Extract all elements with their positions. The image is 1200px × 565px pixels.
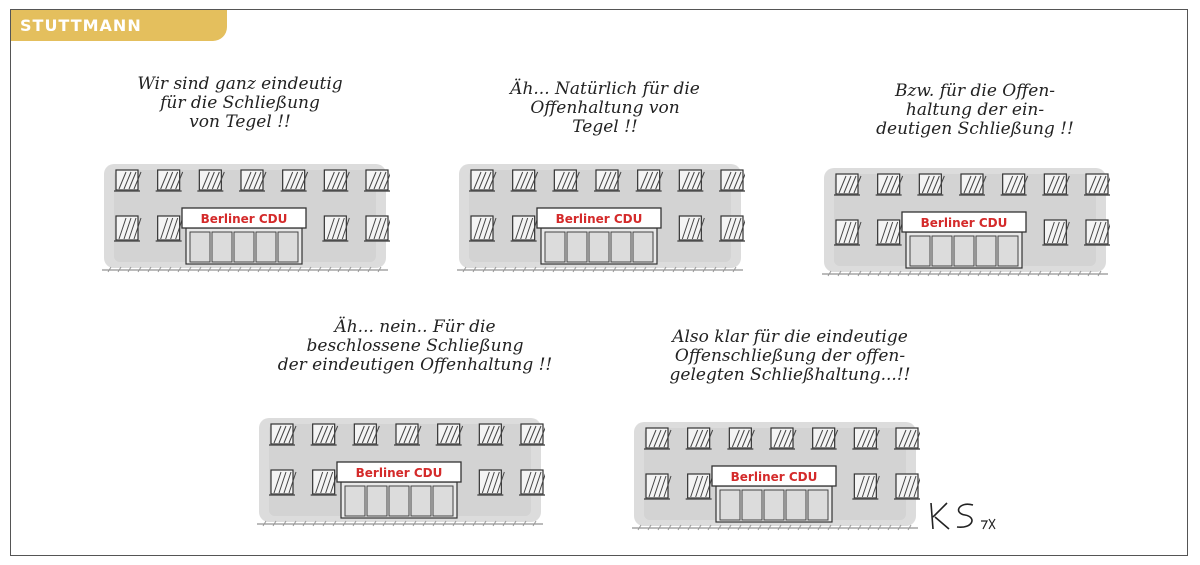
window [519, 469, 545, 496]
window [155, 215, 184, 242]
window [677, 215, 705, 242]
window [917, 173, 945, 196]
window [280, 169, 309, 192]
window [510, 169, 539, 192]
building-illustration: Berliner CDU [632, 422, 920, 531]
entrance [540, 227, 658, 265]
window [1000, 173, 1029, 196]
window [364, 215, 390, 242]
window [644, 473, 672, 500]
party-sign: Berliner CDU [901, 211, 1027, 233]
sign-text: Berliner CDU [921, 216, 1008, 230]
entrance [905, 231, 1023, 269]
window [875, 173, 904, 196]
window [469, 169, 497, 192]
window [155, 169, 184, 192]
window [769, 427, 797, 450]
window [1084, 173, 1110, 196]
window [510, 215, 539, 242]
sign-text: Berliner CDU [201, 212, 288, 226]
building-illustration: Berliner CDU [457, 164, 745, 273]
window [894, 473, 920, 500]
window [894, 427, 920, 450]
window [875, 219, 904, 246]
window [810, 427, 839, 450]
artist-signature [930, 502, 996, 530]
speech-text-4: Äh... nein.. Für die beschlossene Schlie… [277, 317, 553, 375]
window [477, 469, 505, 496]
entrance [715, 485, 833, 523]
window [727, 427, 755, 450]
window [959, 173, 987, 196]
window [1042, 173, 1070, 196]
window [552, 169, 580, 192]
window [635, 169, 664, 192]
building-illustration: Berliner CDU [102, 164, 390, 273]
panel-2: Berliner CDU [455, 162, 745, 280]
building-illustration: Berliner CDU [257, 418, 545, 527]
building-illustration: Berliner CDU [822, 168, 1110, 277]
window [685, 473, 714, 500]
window [322, 169, 350, 192]
entrance [185, 227, 303, 265]
window [644, 427, 672, 450]
party-sign: Berliner CDU [536, 207, 662, 229]
window [719, 169, 745, 192]
sign-text: Berliner CDU [556, 212, 643, 226]
window [269, 423, 297, 446]
window [1042, 219, 1070, 246]
window [435, 423, 464, 446]
panel-3: Berliner CDU [820, 166, 1110, 284]
window [852, 473, 880, 500]
party-sign: Berliner CDU [711, 465, 837, 487]
window [310, 423, 339, 446]
panel-5: Berliner CDU [630, 420, 920, 538]
speech-text-3: Bzw. für die Offen- haltung der ein- deu… [876, 81, 1074, 139]
window [114, 169, 142, 192]
party-sign: Berliner CDU [181, 207, 307, 229]
sign-text: Berliner CDU [731, 470, 818, 484]
window [519, 423, 545, 446]
window [310, 469, 339, 496]
window [685, 427, 714, 450]
party-sign: Berliner CDU [336, 461, 462, 483]
window [469, 215, 497, 242]
window [1084, 219, 1110, 246]
speech-text-2: Äh... Natürlich für die Offenhaltung von… [510, 79, 700, 137]
window [477, 423, 505, 446]
sign-text: Berliner CDU [356, 466, 443, 480]
window [269, 469, 297, 496]
window [197, 169, 225, 192]
window [594, 169, 622, 192]
window [852, 427, 880, 450]
window [322, 215, 350, 242]
entrance [340, 481, 458, 519]
speech-text-5: Also klar für die eindeutige Offenschlie… [669, 327, 911, 385]
artist-label: STUTTMANN [11, 10, 227, 41]
window [364, 169, 390, 192]
window [239, 169, 267, 192]
window [114, 215, 142, 242]
window [834, 219, 862, 246]
window [394, 423, 422, 446]
window [719, 215, 745, 242]
speech-text-1: Wir sind ganz eindeutig für die Schließu… [137, 74, 343, 132]
cartoon-frame [10, 9, 1188, 556]
panel-4: Berliner CDU [255, 416, 545, 534]
window [677, 169, 705, 192]
window [834, 173, 862, 196]
panel-1: Berliner CDU [100, 162, 390, 280]
window [352, 423, 380, 446]
